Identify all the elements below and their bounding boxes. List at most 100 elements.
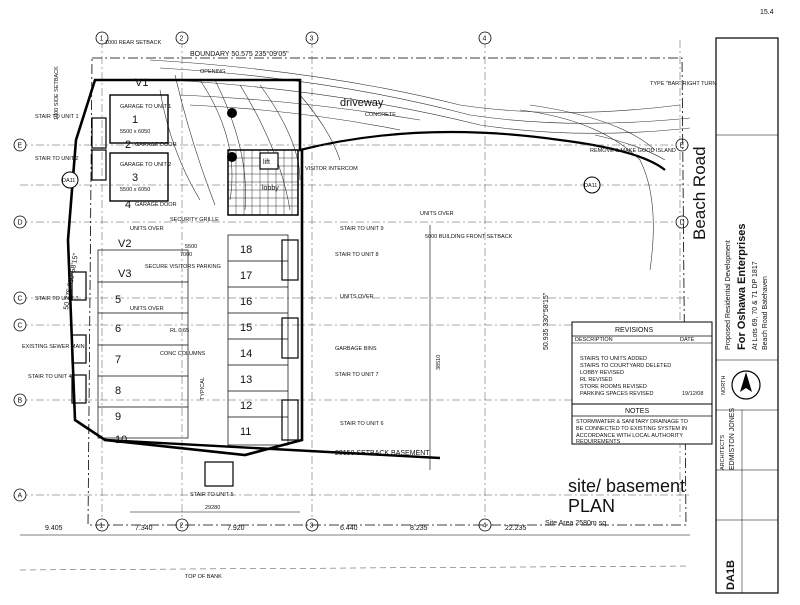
dim-bottom: 6.440 bbox=[340, 525, 358, 532]
revisions-col-date: DATE bbox=[680, 337, 695, 343]
grid-number: 2 bbox=[180, 523, 184, 530]
building-setback-label: 5000 BUILDING FRONT SETBACK bbox=[425, 234, 513, 240]
garage bbox=[109, 94, 169, 144]
north-label: NORTH bbox=[721, 376, 727, 395]
dim-bottom: 22.235 bbox=[505, 525, 527, 532]
visitor-space-v3: V3 bbox=[118, 268, 131, 280]
dim-7000: 7000 bbox=[180, 252, 192, 258]
remove-island-label: REMOVE & MAKE GOOD ISLAND bbox=[590, 148, 676, 154]
garage-door-label: GARAGE DOOR bbox=[135, 202, 177, 208]
grid-number: 1 bbox=[100, 523, 104, 530]
driveway-edge bbox=[299, 130, 666, 171]
sewer-label: EXISTING SEWER MAIN bbox=[22, 344, 85, 350]
garage-dims: 5500 x 6050 bbox=[120, 187, 150, 193]
lift-label: lift bbox=[263, 159, 270, 166]
garage-door-label: GARAGE DOOR bbox=[135, 142, 177, 148]
parking-number: 10 bbox=[115, 434, 127, 446]
revision-item: RL REVISED bbox=[580, 377, 613, 383]
plan-title-line1: site/ basement bbox=[568, 476, 685, 496]
parking-number: 11 bbox=[240, 426, 251, 438]
grid-number: 4 bbox=[483, 36, 487, 43]
grid-bubble bbox=[13, 393, 27, 407]
revision-item: LOBBY REVISED bbox=[580, 370, 624, 376]
grid-bubble bbox=[675, 138, 689, 152]
visitor-space-v2: V2 bbox=[118, 238, 131, 250]
secure-visitors-label: SECURE VISITORS PARKING bbox=[145, 264, 221, 270]
units-over-label: UNITS OVER bbox=[340, 294, 374, 300]
garage-dims: 5500 x 6050 bbox=[120, 129, 150, 135]
revisions-box bbox=[571, 321, 713, 405]
notes-heading: NOTES bbox=[625, 408, 649, 415]
architect-name: EDMISTON JONES bbox=[729, 408, 736, 470]
grid-number: 3 bbox=[310, 523, 314, 530]
grid-bubble bbox=[478, 31, 492, 45]
grid-number: 4 bbox=[483, 523, 487, 530]
grid-bubble bbox=[13, 291, 27, 305]
grid-number: 2 bbox=[180, 36, 184, 43]
parking-number: 16 bbox=[240, 296, 252, 308]
revision-item: STORE ROOMS REVISED bbox=[580, 384, 647, 390]
parking-number: 14 bbox=[240, 348, 252, 360]
revision-date: 19/12/08 bbox=[682, 391, 703, 397]
stair-label: STAIR TO UNIT 8 bbox=[335, 252, 379, 258]
grid-letter: D bbox=[680, 220, 685, 227]
tree-symbol bbox=[227, 152, 237, 162]
grid-letter: C bbox=[18, 323, 23, 330]
parking-number: 18 bbox=[240, 244, 252, 256]
visitor-space-v1: V1 bbox=[135, 77, 148, 89]
title-line2: For Oshawa Enterprises bbox=[736, 223, 748, 350]
type-bar-label: TYPE "BAR" RIGHT TURN bbox=[650, 81, 716, 87]
title-line4: Beach Road Batehaven bbox=[762, 276, 769, 350]
road-name: Beach Road bbox=[690, 146, 709, 240]
rl-label: RL 0.65 bbox=[170, 328, 189, 334]
basement-setback-label: 20150 SETBACK BASEMENT bbox=[335, 450, 430, 457]
grid-letter: A bbox=[18, 493, 23, 500]
lift-shaft bbox=[259, 152, 279, 170]
page-number: 15.4 bbox=[760, 9, 774, 16]
grid-bubble bbox=[305, 31, 319, 45]
garage-block bbox=[109, 94, 169, 202]
grid-bubble bbox=[13, 138, 27, 152]
title-line3: At Lots 69, 70 & 71 DP 1817 bbox=[752, 261, 759, 350]
revision-item: PARKING SPACES REVISED bbox=[580, 391, 653, 397]
basement-outline bbox=[66, 78, 304, 457]
parking-number: 5 bbox=[115, 294, 121, 306]
stair-label: STAIR TO UNIT 7 bbox=[335, 372, 379, 378]
parking-number: 13 bbox=[240, 374, 252, 386]
grid-number: 3 bbox=[310, 36, 314, 43]
parking-number: 15 bbox=[240, 322, 252, 334]
title-block bbox=[715, 37, 779, 594]
garage-label: GARAGE TO UNIT 2 bbox=[120, 162, 171, 168]
drawing-number: DA1B bbox=[725, 560, 737, 590]
garage-number: 2 bbox=[125, 139, 131, 151]
grid-bubble bbox=[95, 31, 109, 45]
north-arrow bbox=[731, 370, 761, 400]
title-line1: Proposed Residential Development bbox=[725, 240, 732, 350]
dimension-lines bbox=[20, 225, 690, 536]
revisions-heading: REVISIONS bbox=[615, 327, 653, 334]
stair-label: STAIR TO UNIT 4 bbox=[28, 374, 72, 380]
stair-label: STAIR TO UNIT 3 bbox=[35, 296, 79, 302]
notes-line: STORMWATER & SANITARY DRAINAGE TO bbox=[576, 419, 689, 425]
architect-sub: ARCHITECTS bbox=[720, 435, 726, 470]
units-over-label: UNITS OVER bbox=[130, 226, 164, 232]
opening-label: OPENING bbox=[200, 69, 225, 75]
section-marks bbox=[61, 171, 601, 194]
dim-5500: 5500 bbox=[185, 244, 197, 250]
grid-letter: B bbox=[18, 398, 23, 405]
notes-line: BE CONNECTED TO EXISTING SYSTEM IN bbox=[576, 426, 687, 432]
grid-letter-bubbles bbox=[13, 138, 689, 502]
driveway-geometry bbox=[149, 59, 691, 271]
boundary-right-label: 50.935 330°58'15" bbox=[542, 292, 550, 350]
parking-number: 7 bbox=[115, 354, 121, 366]
dim-bottom: 8.235 bbox=[410, 525, 428, 532]
stair-label: STAIR TO UNIT 6 bbox=[340, 421, 384, 427]
dim-vertical: 38510 bbox=[436, 355, 442, 370]
garage bbox=[109, 152, 169, 202]
section-mark-label: DA11 bbox=[62, 178, 75, 184]
units-over-label: UNITS OVER bbox=[420, 211, 454, 217]
parking-bays bbox=[97, 234, 289, 446]
tree-symbol bbox=[227, 108, 237, 118]
parking-number: 17 bbox=[240, 270, 252, 282]
